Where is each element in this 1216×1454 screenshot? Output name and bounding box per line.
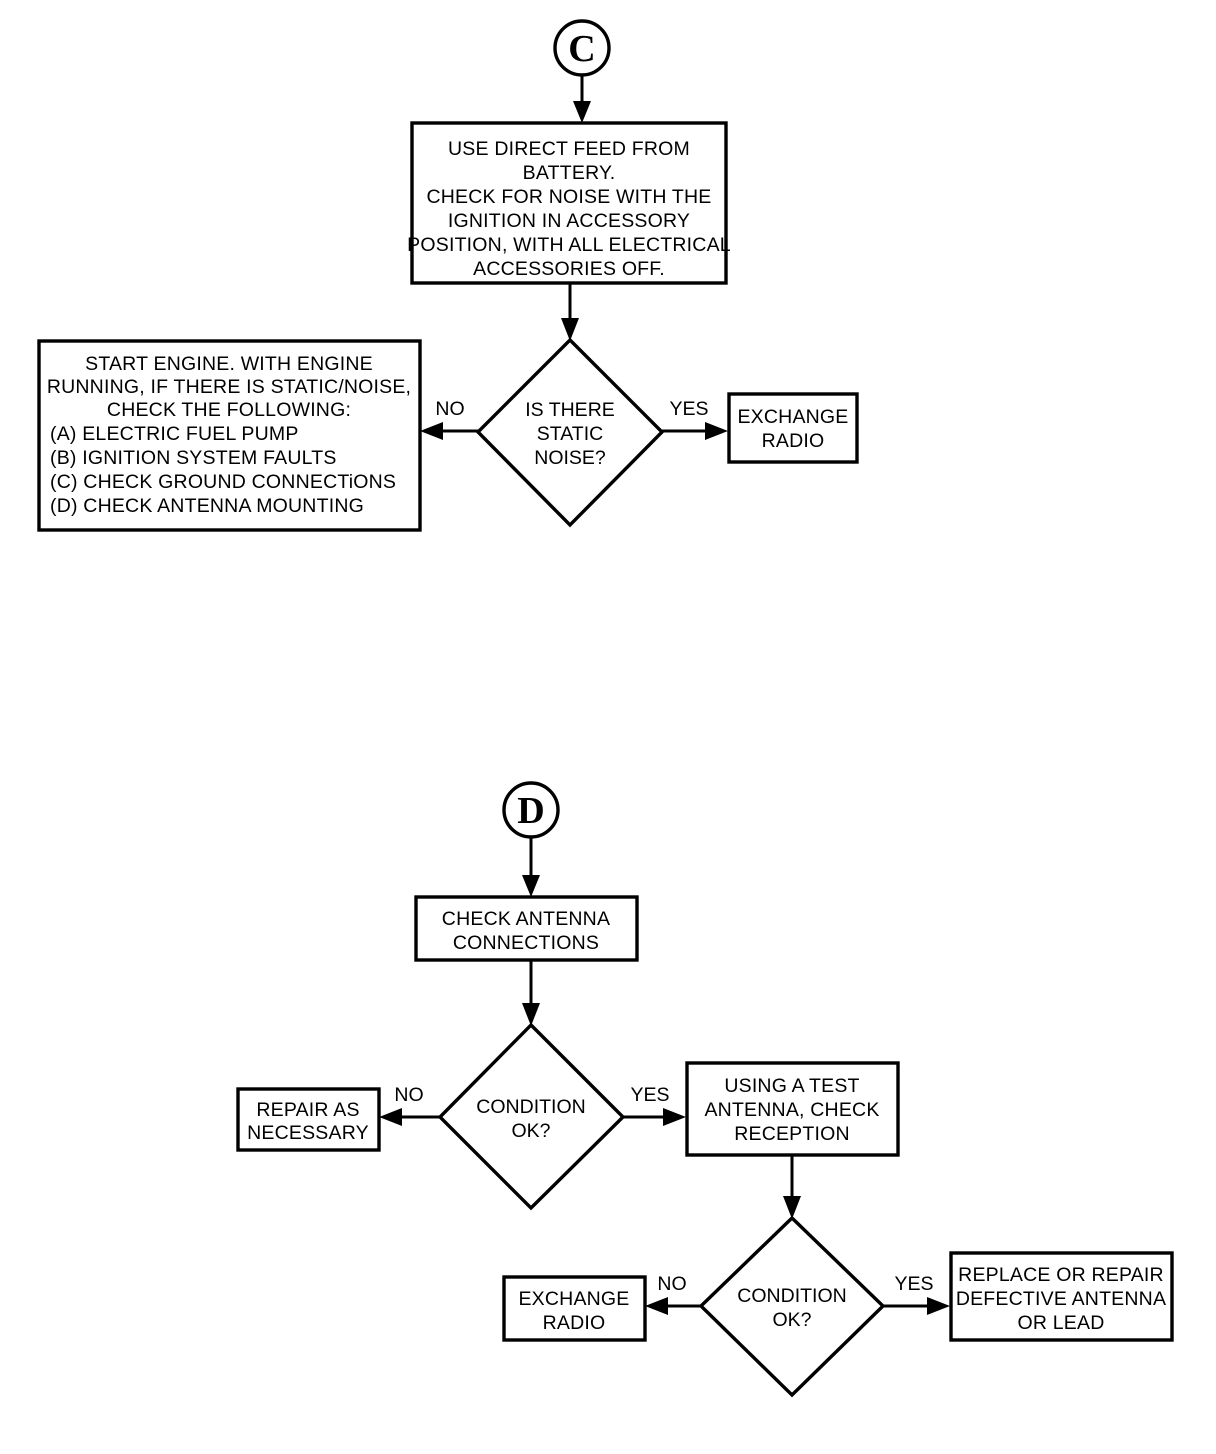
edge-label-yes: YES	[894, 1273, 933, 1295]
process-list-item-c: (C) CHECK GROUND CONNECTiONS	[50, 471, 396, 493]
process-line-2: BATTERY.	[523, 162, 616, 184]
arrow-yes-to-replace-antenna: YES	[883, 1273, 950, 1315]
process-box	[410, 121, 728, 285]
arrow-head	[573, 101, 591, 123]
process-line-6: ACCESSORIES OFF.	[473, 258, 665, 280]
arrow-head	[663, 1108, 686, 1126]
decision-line-2: STATIC	[537, 423, 603, 445]
process-box	[685, 1061, 900, 1157]
process-line-1: EXCHANGE	[737, 406, 848, 428]
process-line-1: EXCHANGE	[518, 1288, 629, 1310]
arrow-no-to-repair: NO	[379, 1084, 440, 1126]
connector-node-d: D	[502, 781, 560, 839]
process-test-antenna-reception: USING A TEST ANTENNA, CHECK RECEPTION	[685, 1061, 900, 1157]
arrow-head	[561, 318, 579, 341]
process-check-antenna-connections: CHECK ANTENNA CONNECTIONS	[414, 895, 639, 962]
decision-diamond	[475, 337, 665, 528]
process-line-3: CHECK FOR NOISE WITH THE	[426, 186, 711, 208]
arrow-head	[783, 1196, 801, 1219]
process-line-1: USE DIRECT FEED FROM	[448, 138, 690, 160]
process-replace-defective-antenna: REPLACE OR REPAIR DEFECTIVE ANTENNA OR L…	[949, 1251, 1174, 1342]
arrow-direct-feed-to-decision	[561, 283, 579, 341]
process-start-engine: START ENGINE. WITH ENGINE RUNNING, IF TH…	[37, 339, 422, 532]
arrow-d-to-check-antenna	[522, 837, 540, 897]
decision-line-2: OK?	[511, 1120, 550, 1142]
arrow-head	[645, 1297, 668, 1315]
edge-label-yes: YES	[630, 1084, 669, 1106]
decision-condition-ok-1: CONDITION OK?	[437, 1022, 626, 1211]
process-box	[502, 1275, 647, 1342]
connector-label-d: D	[517, 790, 544, 832]
decision-static-noise: IS THERE STATIC NOISE?	[475, 337, 665, 528]
process-box	[727, 392, 859, 464]
process-box	[414, 895, 639, 962]
connector-label-c: C	[568, 28, 595, 70]
arrow-yes-to-test-antenna: YES	[623, 1084, 686, 1126]
process-line-2: RUNNING, IF THERE IS STATIC/NOISE,	[47, 376, 411, 398]
process-line-1: CHECK ANTENNA	[442, 908, 610, 930]
arrow-head	[522, 875, 540, 897]
decision-condition-ok-2: CONDITION OK?	[698, 1215, 886, 1398]
process-line-3: CHECK THE FOLLOWING:	[107, 399, 351, 421]
edge-label-yes: YES	[669, 398, 708, 420]
process-box	[37, 339, 422, 532]
connector-node-c: C	[553, 19, 611, 77]
process-line-3: OR LEAD	[1017, 1312, 1104, 1334]
process-exchange-radio-bottom: EXCHANGE RADIO	[502, 1275, 647, 1342]
arrow-head	[522, 1003, 540, 1026]
process-line-2: NECESSARY	[247, 1122, 369, 1144]
process-box	[236, 1087, 381, 1152]
arrow-c-to-direct-feed	[573, 75, 591, 123]
process-use-direct-feed: USE DIRECT FEED FROM BATTERY. CHECK FOR …	[407, 121, 731, 285]
process-list-item-d: (D) CHECK ANTENNA MOUNTING	[50, 495, 364, 517]
process-box	[949, 1251, 1174, 1342]
process-line-1: START ENGINE. WITH ENGINE	[85, 353, 373, 375]
process-exchange-radio-top: EXCHANGE RADIO	[727, 392, 859, 464]
arrow-head	[705, 422, 728, 440]
process-line-1: REPAIR AS	[256, 1099, 359, 1121]
arrow-test-antenna-to-decision2	[783, 1155, 801, 1219]
process-line-5: POSITION, WITH ALL ELECTRICAL	[407, 234, 731, 256]
decision-diamond	[437, 1022, 626, 1211]
process-line-2: DEFECTIVE ANTENNA	[956, 1288, 1166, 1310]
arrow-head	[379, 1108, 402, 1126]
edge-label-no: NO	[435, 398, 464, 420]
process-line-2: ANTENNA, CHECK	[704, 1099, 879, 1121]
decision-line-1: IS THERE	[525, 399, 615, 421]
arrow-no-to-start-engine: NO	[420, 398, 478, 440]
edge-label-no: NO	[657, 1273, 686, 1295]
arrow-no-to-exchange-radio-bottom: NO	[645, 1273, 701, 1315]
decision-diamond	[698, 1215, 886, 1398]
process-line-2: RADIO	[762, 430, 825, 452]
arrow-head	[420, 422, 443, 440]
decision-line-1: CONDITION	[737, 1285, 846, 1307]
arrow-check-antenna-to-decision1	[522, 960, 540, 1026]
process-list-item-a: (A) ELECTRIC FUEL PUMP	[50, 423, 299, 445]
process-repair-as-necessary: REPAIR AS NECESSARY	[236, 1087, 381, 1152]
process-line-1: USING A TEST	[724, 1075, 859, 1097]
process-list-item-b: (B) IGNITION SYSTEM FAULTS	[50, 447, 337, 469]
process-line-2: RADIO	[543, 1312, 606, 1334]
arrow-head	[927, 1297, 950, 1315]
decision-line-2: OK?	[772, 1309, 811, 1331]
decision-line-1: CONDITION	[476, 1096, 585, 1118]
process-line-3: RECEPTION	[734, 1123, 850, 1145]
process-line-1: REPLACE OR REPAIR	[958, 1264, 1164, 1286]
process-line-4: IGNITION IN ACCESSORY	[448, 210, 690, 232]
decision-line-3: NOISE?	[534, 447, 606, 469]
edge-label-no: NO	[394, 1084, 423, 1106]
process-line-2: CONNECTIONS	[453, 932, 599, 954]
arrow-yes-to-exchange-radio: YES	[662, 398, 728, 440]
